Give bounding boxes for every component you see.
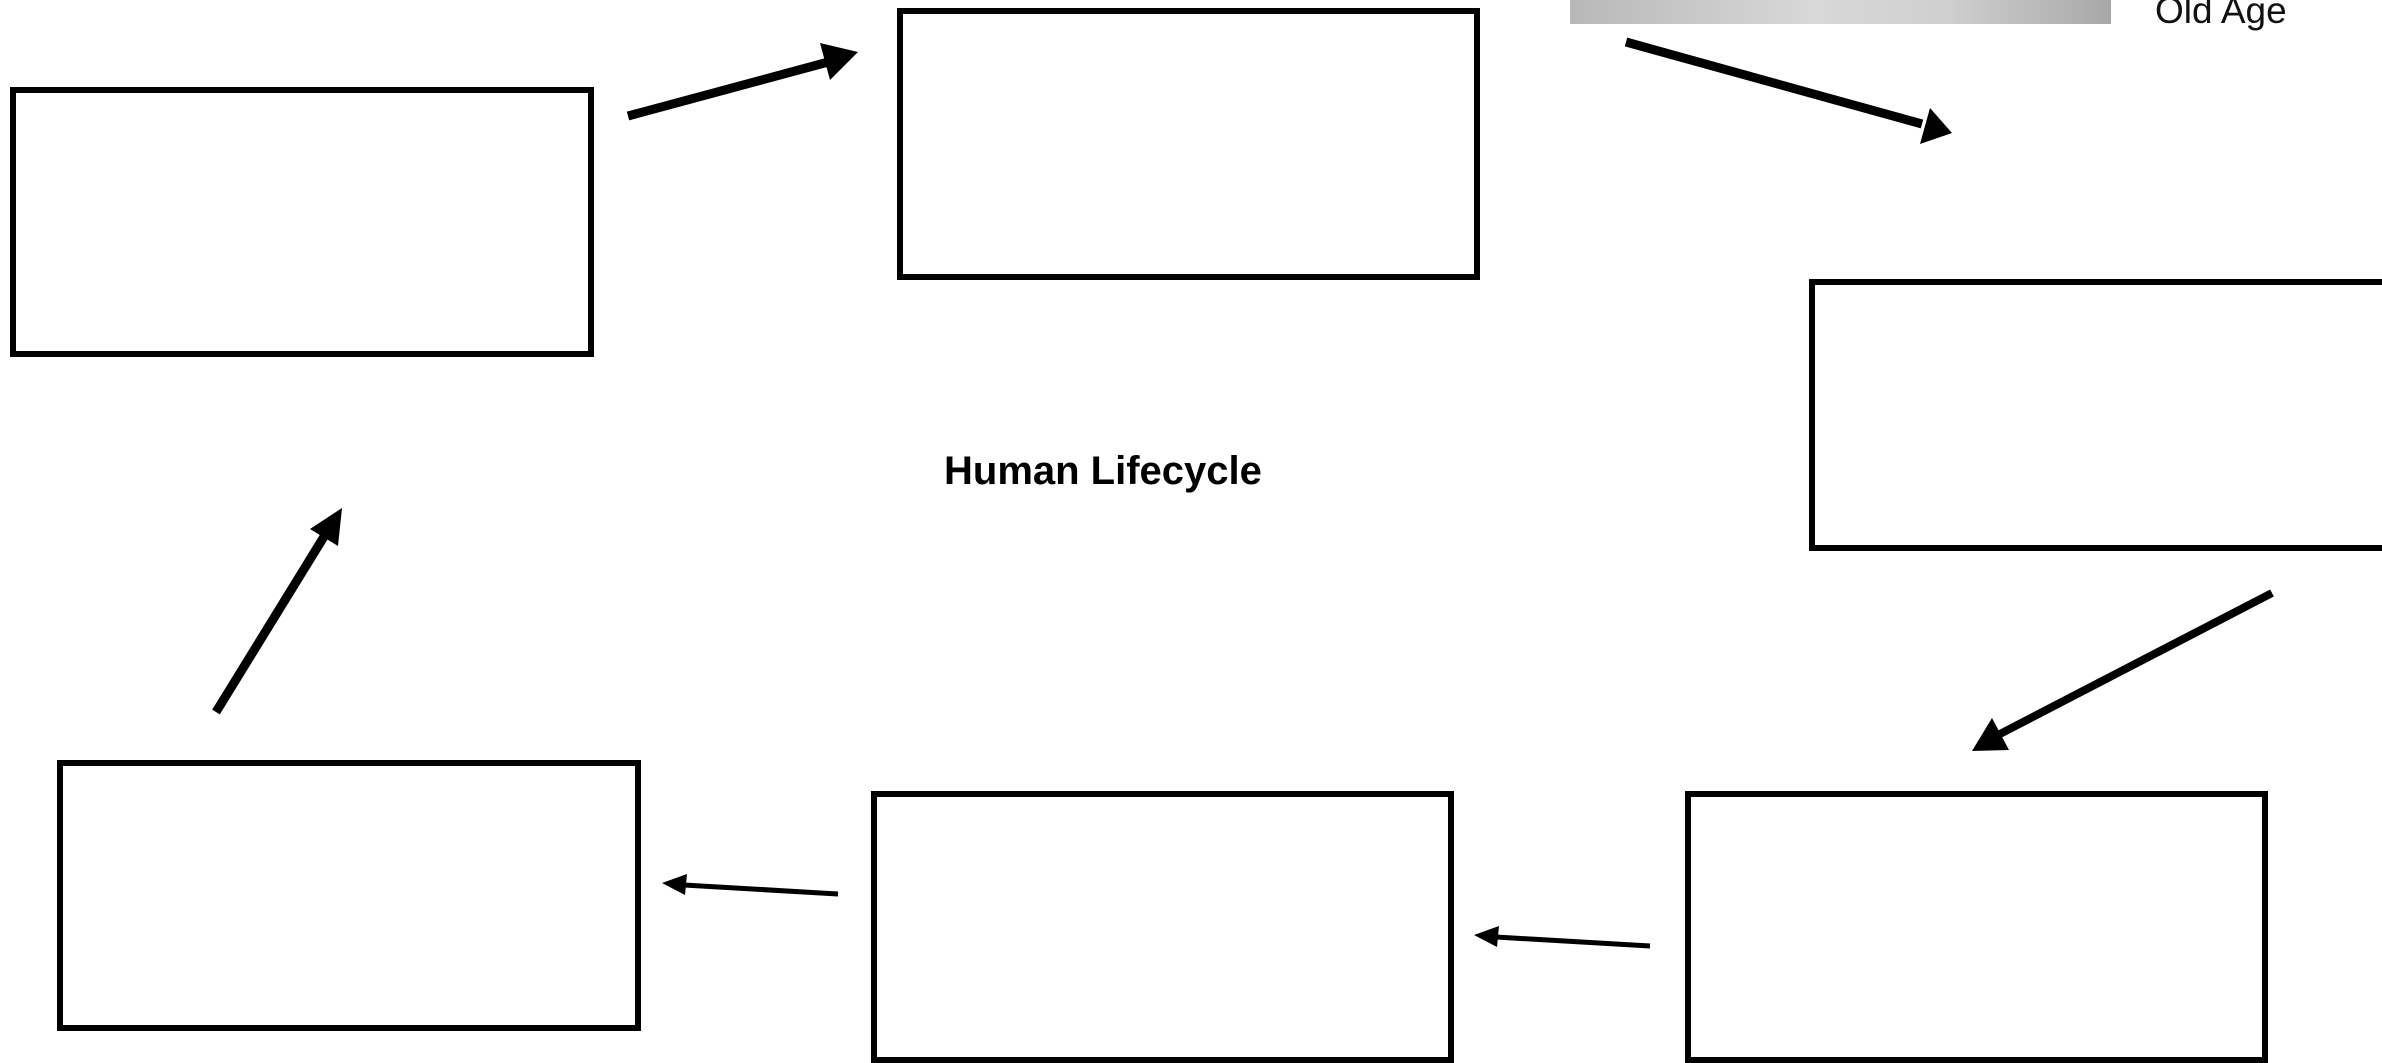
diagram-title: Human Lifecycle <box>944 449 1262 493</box>
stage-box-3 <box>1809 279 2382 551</box>
stage-box-5 <box>871 791 1454 1063</box>
arrow-4-to-5 <box>1474 926 1651 949</box>
stage-photo <box>1570 0 2111 24</box>
arrow-6-to-1 <box>212 508 342 715</box>
old-age-label: Old Age <box>2155 0 2287 31</box>
stage-box-1 <box>10 87 594 357</box>
arrow-5-to-6 <box>662 874 839 897</box>
stage-box-4 <box>1685 791 2268 1063</box>
arrow-1-to-2 <box>626 43 858 121</box>
stage-box-6 <box>57 760 641 1031</box>
arrow-3-to-4 <box>1972 589 2274 751</box>
stage-box-2 <box>897 8 1480 280</box>
arrow-2-to-3 <box>1624 37 1952 144</box>
